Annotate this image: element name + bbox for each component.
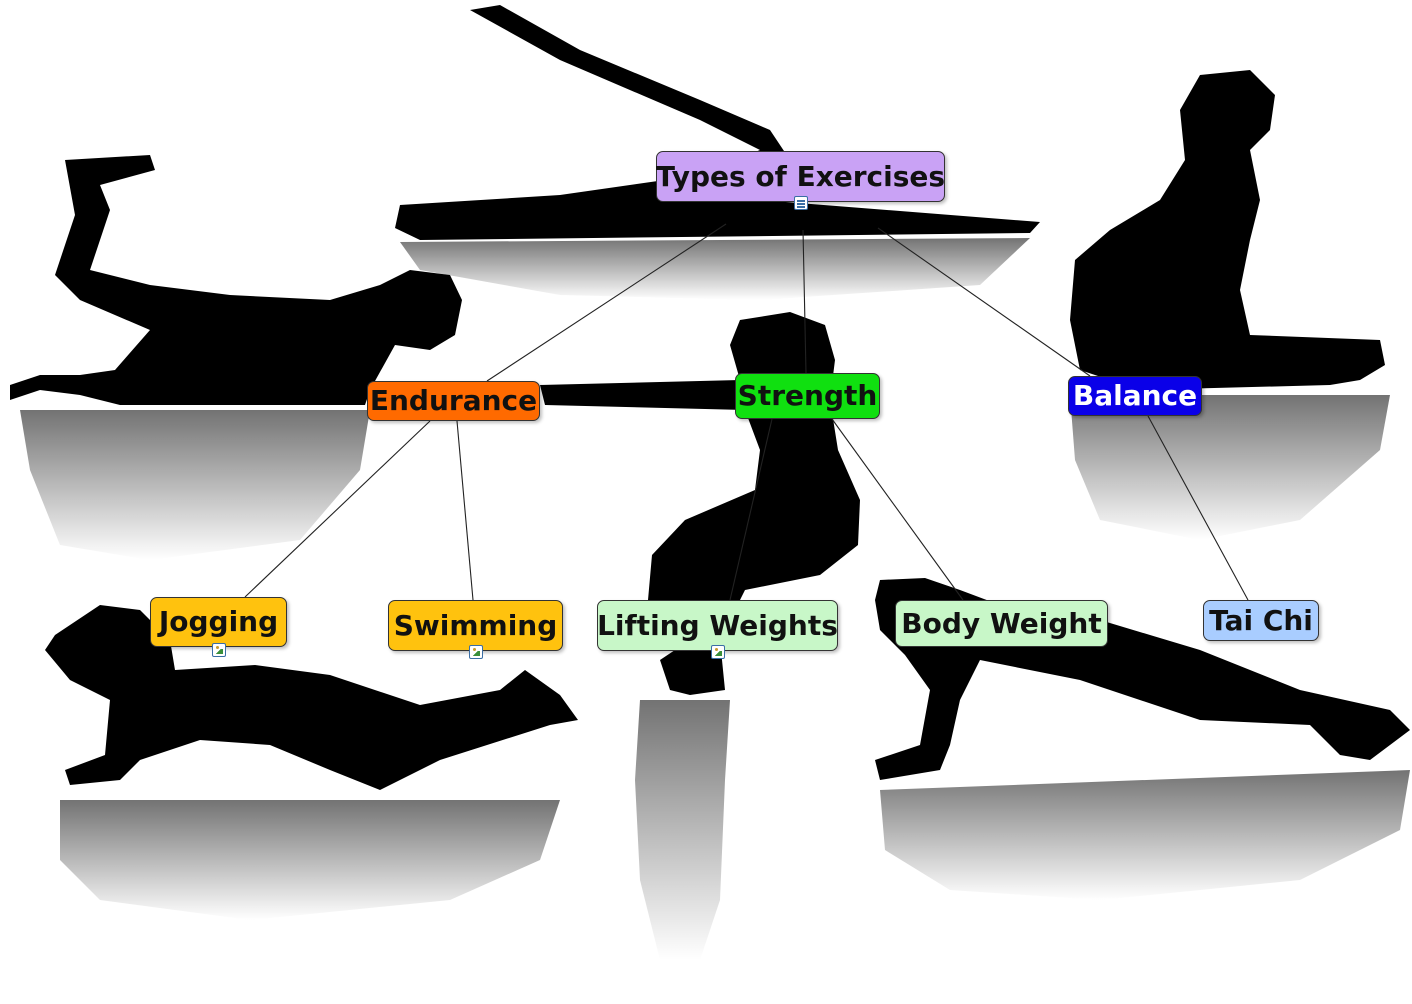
topic-body-weight[interactable]: Body Weight <box>895 600 1108 647</box>
topic-label: Strength <box>737 379 878 412</box>
image-icon[interactable] <box>212 643 226 657</box>
topic-label: Balance <box>1072 379 1198 412</box>
connector-line <box>244 420 431 598</box>
topic-label: Swimming <box>393 608 558 642</box>
topic-label: Jogging <box>158 605 279 638</box>
topic-label: Endurance <box>369 384 538 417</box>
note-icon[interactable] <box>794 196 808 210</box>
topic-balance[interactable]: Balance <box>1068 376 1202 416</box>
connector-line <box>456 420 474 601</box>
topic-label: Lifting Weights <box>597 608 838 642</box>
topic-tai-chi[interactable]: Tai Chi <box>1203 600 1319 641</box>
image-icon[interactable] <box>711 645 725 659</box>
lunge-silhouette-icon <box>1070 70 1390 540</box>
root-topic-label: Types of Exercises <box>655 159 946 193</box>
topic-swimming[interactable]: Swimming <box>388 600 563 651</box>
connector-line <box>486 223 727 382</box>
connector-line <box>831 418 964 601</box>
image-icon[interactable] <box>469 645 483 659</box>
root-topic-types-of-exercises[interactable]: Types of Exercises <box>656 151 945 202</box>
connector-line <box>1147 415 1249 601</box>
topic-endurance[interactable]: Endurance <box>367 381 540 421</box>
connector-line <box>729 418 773 601</box>
connector-line <box>802 229 807 374</box>
leg-raise-silhouette-icon <box>395 5 1040 300</box>
topic-jogging[interactable]: Jogging <box>150 597 287 647</box>
topic-label: Body Weight <box>901 606 1102 640</box>
topic-lifting-weights[interactable]: Lifting Weights <box>597 600 838 651</box>
connector-lines <box>244 223 1249 601</box>
kneeling-kickback-silhouette-icon <box>10 155 462 560</box>
push-up-silhouette-icon <box>45 605 578 920</box>
connector-line <box>877 227 1091 377</box>
topic-label: Tai Chi <box>1209 603 1313 637</box>
topic-strength[interactable]: Strength <box>735 373 880 419</box>
